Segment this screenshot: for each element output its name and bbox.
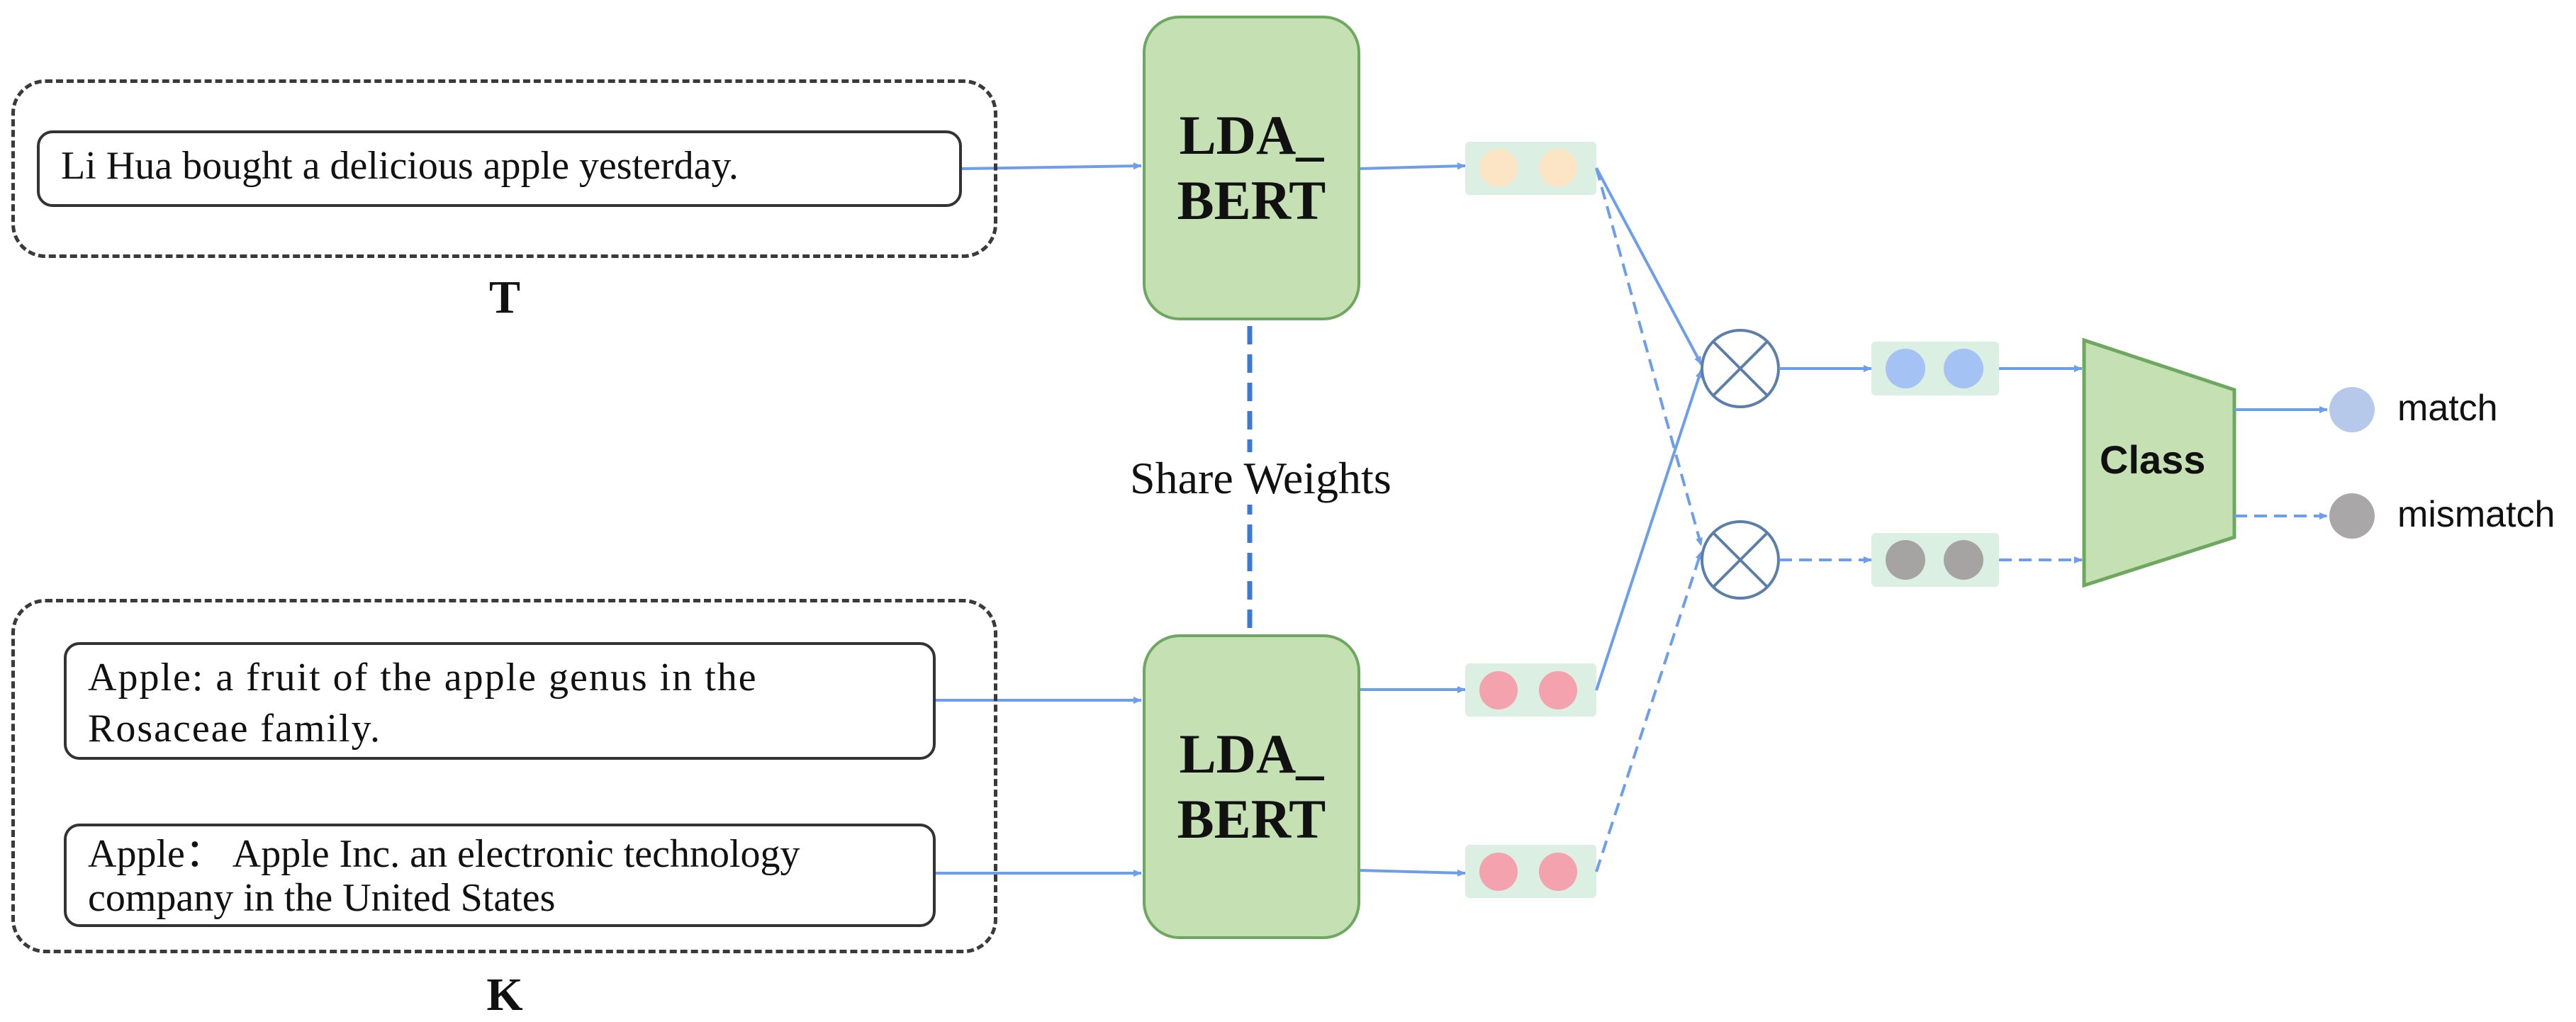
match-output-dot xyxy=(2329,387,2375,432)
encoder-label-line: BERT xyxy=(1177,169,1326,231)
mismatch-vector-dot xyxy=(1886,540,1925,580)
k2-embedding-dot xyxy=(1479,853,1518,891)
t-embedding-dot xyxy=(1479,149,1518,187)
encoder-to-t-embedding-arrow xyxy=(1358,166,1465,170)
k1-input-box: Apple: a fruit of the apple genus in the… xyxy=(64,642,936,760)
k1-input-line: Rosaceae family. xyxy=(88,707,381,751)
k2-embedding-dot xyxy=(1539,853,1577,891)
encoder-to-k2-embedding-arrow xyxy=(1358,869,1465,873)
circle-times-icon xyxy=(1701,520,1780,600)
classifier-label: Class xyxy=(2100,437,2206,482)
match-vector xyxy=(1871,342,1999,395)
match-vector-dot xyxy=(1886,349,1925,388)
t-input-text: Li Hua bought a delicious apple yesterda… xyxy=(61,144,739,188)
t-group-label: T xyxy=(488,271,521,323)
k2-embedding-vector xyxy=(1465,845,1596,898)
k1-embedding-dot xyxy=(1539,671,1577,709)
k-group-label: K xyxy=(486,969,523,1021)
k1-embedding-vector xyxy=(1465,663,1596,717)
t-input-box: Li Hua bought a delicious apple yesterda… xyxy=(37,130,962,207)
k2-input-box: Apple： Apple Inc. an electronic technolo… xyxy=(64,824,936,927)
t-to-match-op-arrow xyxy=(1595,167,1703,365)
k2-input-line: Apple： Apple Inc. an electronic technolo… xyxy=(88,832,800,876)
encoder-label-line: BERT xyxy=(1177,788,1326,850)
mismatch-vector xyxy=(1871,533,1999,587)
k1-to-match-op-arrow xyxy=(1595,370,1703,691)
t-to-mismatch-op-arrow xyxy=(1595,167,1703,546)
share-weights-label: Share Weights xyxy=(1126,452,1396,505)
mismatch-label: mismatch xyxy=(2397,494,2555,535)
k1-input-line: Apple: a fruit of the apple genus in the xyxy=(88,656,758,700)
match-vector-dot xyxy=(1944,349,1983,388)
k-group-box xyxy=(11,599,997,953)
mismatch-vector-dot xyxy=(1944,540,1983,580)
t-embedding-dot xyxy=(1539,149,1577,187)
classifier-block xyxy=(2082,337,2236,588)
k2-to-mismatch-op-arrow xyxy=(1595,551,1703,872)
match-label: match xyxy=(2397,388,2498,429)
t-to-encoder-arrow xyxy=(961,166,1141,170)
k2-input-line: company in the United States xyxy=(88,876,556,920)
circle-times-icon xyxy=(1701,329,1780,408)
top-lda-bert-encoder: LDA_ BERT xyxy=(1143,16,1360,320)
encoder-label-line: LDA_ xyxy=(1179,723,1324,785)
encoder-label-line: LDA_ xyxy=(1179,104,1324,166)
k1-embedding-dot xyxy=(1479,671,1518,709)
t-embedding-vector xyxy=(1465,142,1596,195)
mismatch-output-dot xyxy=(2329,493,2375,539)
bottom-lda-bert-encoder: LDA_ BERT xyxy=(1143,634,1360,939)
t-group-box xyxy=(11,79,997,258)
